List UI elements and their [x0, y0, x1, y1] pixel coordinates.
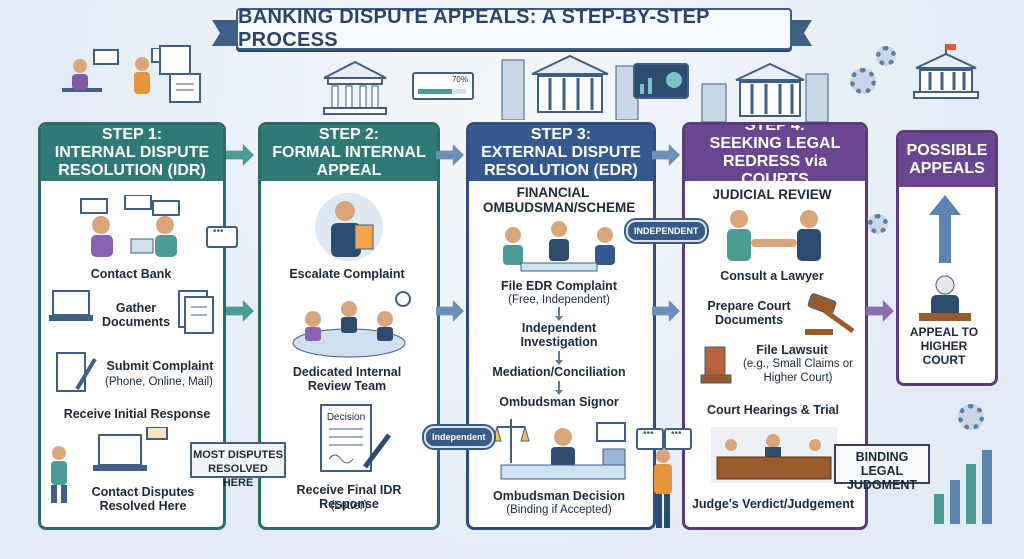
- step1-header: STEP 1: INTERNAL DISPUTE RESOLUTION (IDR…: [41, 125, 223, 181]
- final-idr-label: Receive Final IDR Response: [296, 483, 402, 511]
- file-edr-note: (Free, Independent): [508, 294, 610, 306]
- ombudsman-decision-label: Ombudsman Decision: [493, 489, 625, 503]
- paper-pencil-icon: [56, 352, 97, 392]
- step3-column: STEP 3: EXTERNAL DISPUTE RESOLUTION (EDR…: [466, 122, 656, 530]
- escalate-complaint-label: Escalate Complaint: [289, 267, 405, 281]
- step2-column: STEP 2: FORMAL INTERNAL APPEAL Escalate …: [258, 122, 440, 530]
- court-documents-label: Prepare Court Documents: [707, 299, 791, 327]
- ombudsman-signor-label: Ombudsman Signor: [499, 395, 619, 409]
- laptop-icon: [49, 290, 93, 321]
- verdict-label: Judge's Verdict/Judgement: [691, 497, 855, 511]
- possible-appeals-column: POSSIBLE APPEALS APPEAL TO HIGHER COURT: [896, 130, 998, 386]
- step2-header: STEP 2: FORMAL INTERNAL APPEAL: [261, 125, 437, 181]
- submit-complaint-label: Submit Complaint: [106, 359, 214, 373]
- independent-badge: Independent: [424, 426, 494, 448]
- gear-icon: [868, 214, 888, 234]
- contact-disputes-label: Contact Disputes Resolved Here: [91, 485, 195, 513]
- up-arrow-icon: [929, 195, 961, 263]
- file-edr-label: File EDR Complaint: [501, 279, 617, 293]
- city-bank-icon: [501, 54, 639, 120]
- step3-header-text: STEP 3: EXTERNAL DISPUTE RESOLUTION (EDR…: [481, 126, 641, 179]
- computer-chat-icon: [93, 427, 168, 471]
- review-team-label: Dedicated Internal Review Team: [292, 365, 402, 393]
- monitor-icon: [633, 63, 689, 99]
- court-building-icon: [701, 62, 829, 122]
- submit-complaint-methods: (Phone, Online, Mail): [104, 376, 214, 388]
- step4-header-text: STEP 4: SEEKING LEGAL REDRESS via COURTS: [709, 122, 841, 188]
- mediation-group-icon: [503, 221, 615, 272]
- courtroom-icon: [711, 427, 837, 483]
- legal-book-icon: [700, 346, 732, 384]
- contact-bank-label: Contact Bank: [90, 267, 172, 281]
- decision-label: Decision: [326, 412, 366, 423]
- chat-bubble-icon: [664, 428, 692, 450]
- step4-column: STEP 4: SEEKING LEGAL REDRESS via COURTS…: [682, 122, 868, 530]
- gear-icon: [876, 46, 896, 66]
- step1-column: STEP 1: INTERNAL DISPUTE RESOLUTION (IDR…: [38, 122, 226, 530]
- initial-response-label: Receive Initial Response: [63, 407, 211, 421]
- decision-document-icon: [320, 404, 391, 472]
- growth-chart-icon: [934, 450, 992, 524]
- gear-icon: [850, 68, 876, 94]
- final-idr-letter: (Letter): [330, 500, 368, 512]
- arrow-step3-to-step4: [652, 144, 680, 166]
- bank-building-icon: [323, 60, 387, 115]
- chat-bubble-icon: [636, 428, 664, 450]
- judicial-review-title: JUDICIAL REVIEW: [712, 187, 832, 202]
- possible-appeals-header: POSSIBLE APPEALS: [899, 133, 995, 187]
- businessman-icon: [315, 193, 383, 261]
- arrow-step2-to-step3: [436, 300, 464, 322]
- investigation-label: Independent Investigation: [520, 321, 598, 349]
- ombudsman-desk-icon: [492, 419, 626, 480]
- person-phone-icon: [654, 449, 672, 528]
- mediation-label: Mediation/Conciliation: [492, 365, 626, 379]
- step2-header-text: STEP 2: FORMAL INTERNAL APPEAL: [272, 126, 426, 179]
- file-lawsuit-note: (e.g., Small Claims or Higher Court): [743, 358, 853, 384]
- ombudsman-decision-note: (Binding if Accepted): [506, 504, 612, 516]
- flow-arrow: [555, 351, 563, 365]
- document-stack-icon: [178, 290, 214, 334]
- progress-percent: 70%: [451, 75, 468, 84]
- high-court-icon: [913, 44, 979, 99]
- arrow-step3-to-step4: [652, 300, 680, 322]
- step3-header: STEP 3: EXTERNAL DISPUTE RESOLUTION (EDR…: [469, 125, 653, 181]
- step4-header: STEP 4: SEEKING LEGAL REDRESS via COURTS: [685, 125, 865, 188]
- person-tablet-icon: [51, 446, 67, 503]
- independent-badge: INDEPENDENT: [626, 220, 707, 242]
- contact-people-icon: [80, 195, 180, 257]
- court-hearings-label: Court Hearings & Trial: [707, 403, 839, 417]
- ombudsman-section-title: FINANCIAL OMBUDSMAN/SCHEME: [483, 185, 636, 215]
- most-disputes-note: MOST DISPUTES RESOLVED HERE: [190, 442, 286, 489]
- progress-card: 70%: [412, 72, 474, 100]
- appeal-higher-court-label: APPEAL TO HIGHER COURT: [909, 325, 979, 367]
- gavel-icon: [805, 293, 855, 335]
- flow-arrow: [555, 381, 563, 395]
- page-title: BANKING DISPUTE APPEALS: A STEP-BY-STEP …: [236, 6, 792, 51]
- arrow-step4-to-appeals: [866, 300, 894, 322]
- arrow-step1-to-step2: [226, 300, 254, 322]
- documents-icon: [159, 45, 201, 103]
- file-lawsuit-label: File Lawsuit: [756, 343, 828, 357]
- step1-header-text: STEP 1: INTERNAL DISPUTE RESOLUTION (IDR…: [54, 126, 210, 179]
- gather-documents-label: Gather Documents: [101, 301, 171, 329]
- arrow-step2-to-step3: [436, 144, 464, 166]
- binding-judgment-note: BINDING LEGAL JUDGMENT: [834, 444, 930, 492]
- flow-arrow: [555, 307, 563, 321]
- consult-lawyer-label: Consult a Lawyer: [720, 269, 824, 283]
- review-team-icon: [292, 291, 411, 358]
- handshake-icon: [727, 210, 821, 261]
- gear-icon: [958, 404, 984, 430]
- arrow-step1-to-step2: [226, 144, 254, 166]
- chat-bubble-icon: [206, 226, 238, 248]
- judge-icon: [919, 275, 971, 321]
